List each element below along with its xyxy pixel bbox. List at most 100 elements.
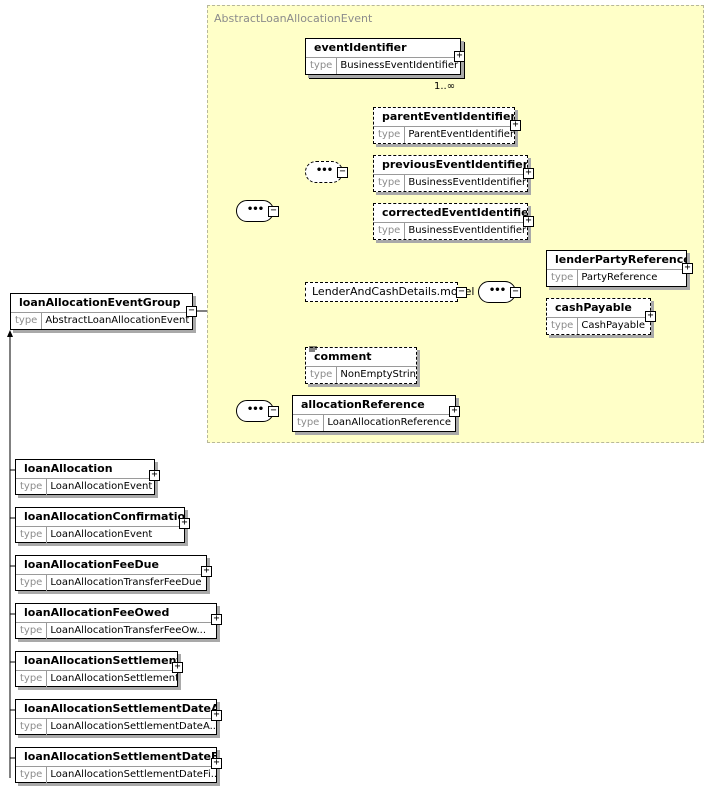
sequence-secondary-collapse-button[interactable]: − (268, 406, 279, 417)
type-label: type (293, 415, 325, 431)
model-sequence-collapse-button[interactable]: − (510, 287, 521, 298)
type-label: type (16, 671, 48, 687)
type-label: type (374, 175, 406, 191)
lender-party-reference-type: PartyReference (581, 272, 658, 283)
substitution-type: LoanAllocationTransferFeeOw... (50, 625, 207, 636)
sequence-main-collapse-button[interactable]: − (268, 206, 279, 217)
allocation-reference-expand-button[interactable]: + (449, 406, 460, 417)
substitution-name: loanAllocationFeeDue (24, 558, 159, 571)
choice-collapse-button[interactable]: − (337, 167, 348, 178)
type-label: type (374, 127, 406, 143)
substitution-name: loanAllocationSettlementDateA... (24, 702, 216, 715)
group-title: AbstractLoanAllocationEvent (214, 12, 373, 25)
annotation-icon (309, 346, 317, 352)
lender-party-reference-name: lenderPartyReference (555, 253, 686, 266)
corrected-event-identifier-type: BusinessEventIdentifier (408, 225, 527, 236)
substitution-type: LoanAllocationSettlementDateA... (50, 721, 216, 732)
type-label: type (16, 719, 48, 735)
type-label: type (306, 367, 338, 383)
lender-party-reference-expand-button[interactable]: + (682, 263, 693, 274)
type-label: type (16, 623, 48, 639)
corrected-event-identifier-name: correctedEventIdentifier (382, 206, 527, 219)
substitution-name: loanAllocationConfirmation (24, 510, 184, 523)
substitution-loan-allocation-settlement-expand-button[interactable]: + (172, 662, 183, 673)
substitution-type: LoanAllocationSettlement (50, 673, 177, 684)
substitution-type: LoanAllocationEvent (50, 481, 153, 492)
substitution-loan-allocation-fee-due-expand-button[interactable]: + (201, 566, 212, 577)
root-collapse-button[interactable]: − (186, 306, 197, 317)
parent-event-identifier-expand-button[interactable]: + (510, 120, 521, 131)
type-label: type (11, 313, 43, 329)
type-label: type (16, 479, 48, 495)
parent-event-identifier-type: ParentEventIdentifier (408, 129, 514, 140)
allocation-reference-type: LoanAllocationReference (327, 417, 451, 428)
cash-payable-name: cashPayable (555, 301, 632, 314)
event-identifier-type: BusinessEventIdentifier (340, 60, 459, 71)
type-label: type (306, 58, 338, 74)
substitution-loan-allocation-settlement-date-fi-expand-button[interactable]: + (211, 758, 222, 769)
type-label: type (374, 223, 406, 239)
root-element-name: loanAllocationEventGroup (19, 296, 181, 309)
substitution-loan-allocation-fee-owed-expand-button[interactable]: + (211, 614, 222, 625)
substitution-name: loanAllocationSettlementDateFi... (24, 750, 216, 763)
corrected-event-identifier-expand-button[interactable]: + (523, 216, 534, 227)
substitution-loan-allocation-confirmation-expand-button[interactable]: + (179, 518, 190, 529)
previous-event-identifier-name: previousEventIdentifier (382, 158, 527, 171)
lender-and-cash-details-model[interactable]: LenderAndCashDetails.model (305, 282, 474, 302)
event-identifier-expand-button[interactable]: + (454, 51, 465, 62)
type-label: type (547, 318, 579, 334)
type-label: type (16, 767, 48, 783)
substitution-name: loanAllocation (24, 462, 113, 475)
event-identifier-name: eventIdentifier (314, 41, 407, 54)
substitution-name: loanAllocationSettlement (24, 654, 177, 667)
allocation-reference-name: allocationReference (301, 398, 425, 411)
cash-payable-expand-button[interactable]: + (645, 311, 656, 322)
type-label: type (547, 270, 579, 286)
event-identifier-cardinality: 1..∞ (434, 81, 456, 92)
comment-type: NonEmptyString (340, 369, 416, 380)
root-element-type: AbstractLoanAllocationEvent (45, 315, 190, 326)
substitution-name: loanAllocationFeeOwed (24, 606, 170, 619)
choice-compositor: ••• (305, 161, 343, 183)
previous-event-identifier-expand-button[interactable]: + (523, 168, 534, 179)
previous-event-identifier-type: BusinessEventIdentifier (408, 177, 527, 188)
substitution-loan-allocation-settlement-date-a-expand-button[interactable]: + (211, 710, 222, 721)
substitution-loan-allocation-expand-button[interactable]: + (149, 470, 160, 481)
cash-payable-type: CashPayable (581, 320, 646, 331)
substitution-type: LoanAllocationSettlementDateFi... (50, 769, 216, 780)
substitution-type: LoanAllocationEvent (50, 529, 153, 540)
model-collapse-button[interactable]: − (456, 287, 467, 298)
type-label: type (16, 575, 48, 591)
type-label: type (16, 527, 48, 543)
